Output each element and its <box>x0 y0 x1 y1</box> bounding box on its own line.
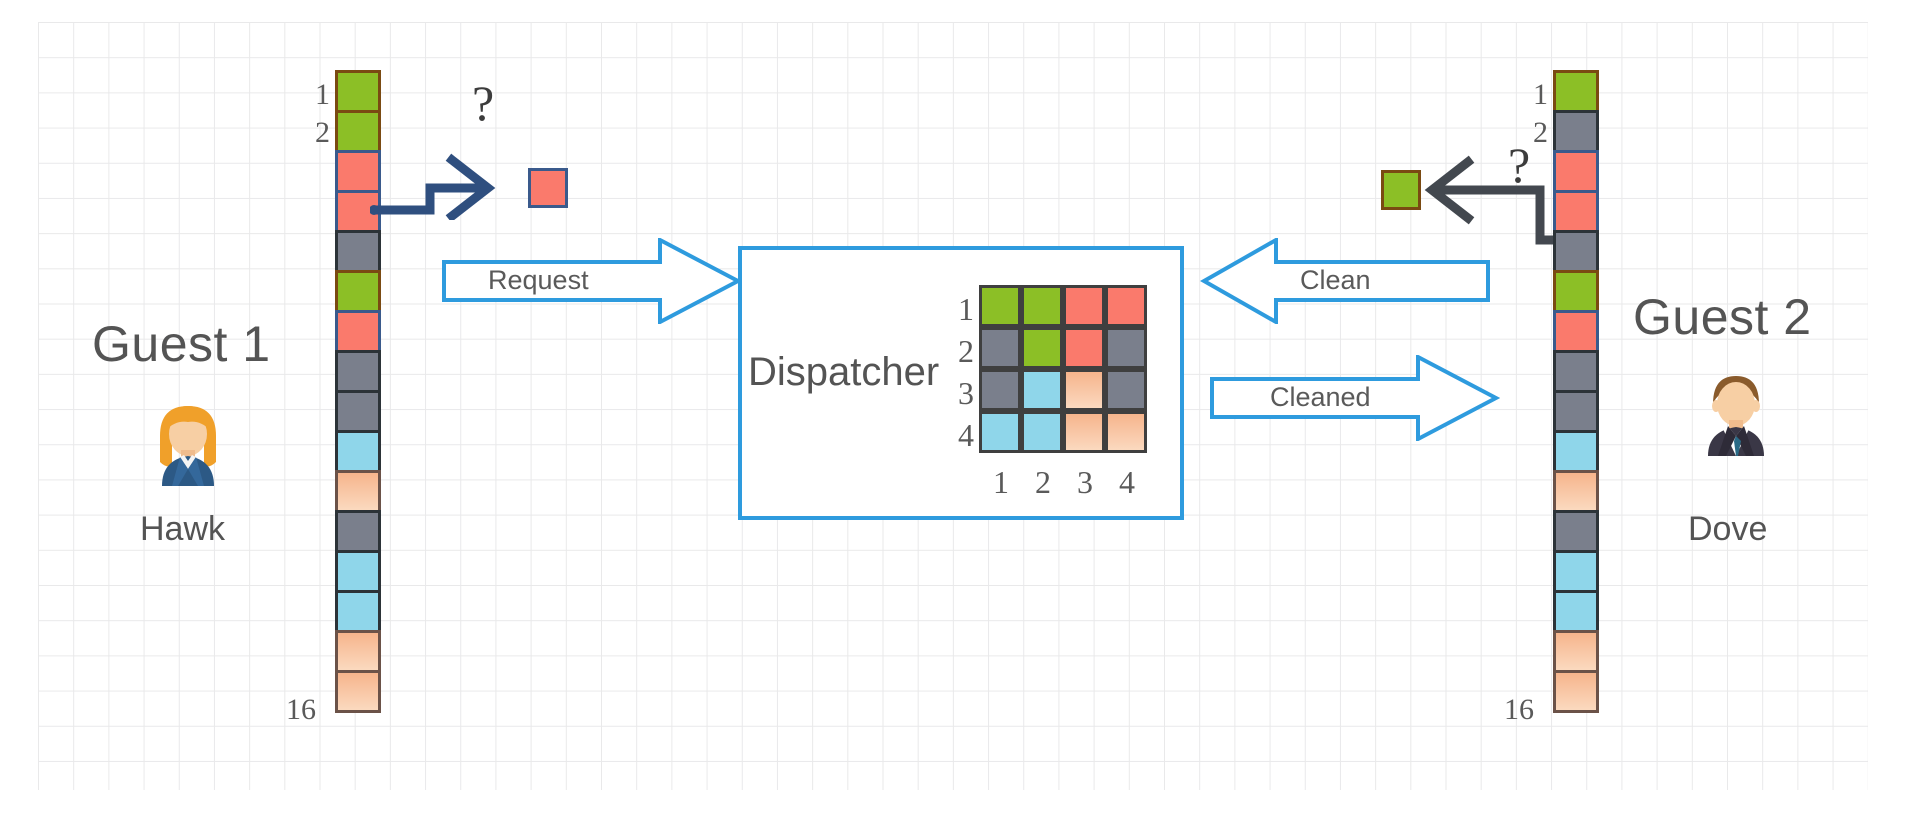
guest1-row-label-16: 16 <box>286 693 316 726</box>
guest2-row-label-1: 1 <box>1533 78 1548 111</box>
matrix-row-label-3: 3 <box>958 375 974 411</box>
guest1-memory-cell-14[interactable] <box>335 590 381 633</box>
guest1-question-mark: ? <box>472 75 495 131</box>
matrix-cell-r1-c3[interactable] <box>1062 284 1105 327</box>
guest1-memory-cell-6[interactable] <box>335 270 381 313</box>
matrix-cell-r1-c2[interactable] <box>1020 284 1063 327</box>
matrix-cell-r1-c4[interactable] <box>1104 284 1147 327</box>
dispatcher-label: Dispatcher <box>748 350 940 394</box>
guest1-memory-cell-11[interactable] <box>335 470 381 513</box>
guest2-memory-column[interactable] <box>1553 70 1599 713</box>
guest1-memory-cell-10[interactable] <box>335 430 381 473</box>
guest2-memory-cell-8[interactable] <box>1553 350 1599 393</box>
guest2-title: Guest 2 <box>1633 289 1812 345</box>
guest2-memory-cell-9[interactable] <box>1553 390 1599 433</box>
matrix-col-label-4: 4 <box>1119 464 1135 500</box>
guest2-avatar <box>1688 360 1784 456</box>
guest1-memory-cell-7[interactable] <box>335 310 381 353</box>
matrix-cell-r3-c3[interactable] <box>1062 368 1105 411</box>
guest2-memory-cell-2[interactable] <box>1553 110 1599 153</box>
guest2-memory-cell-5[interactable] <box>1553 230 1599 273</box>
guest2-memory-cell-6[interactable] <box>1553 270 1599 313</box>
guest2-memory-cell-10[interactable] <box>1553 430 1599 473</box>
guest2-returned-cell <box>1381 170 1421 210</box>
guest1-memory-cell-12[interactable] <box>335 510 381 553</box>
guest2-memory-cell-15[interactable] <box>1553 630 1599 673</box>
dispatcher-matrix[interactable] <box>978 284 1148 454</box>
matrix-cell-r4-c3[interactable] <box>1062 410 1105 453</box>
clean-arrow <box>1200 238 1490 324</box>
guest1-requested-cell <box>528 168 568 208</box>
guest1-memory-cell-2[interactable] <box>335 110 381 153</box>
guest1-memory-cell-1[interactable] <box>335 70 381 113</box>
guest2-memory-cell-1[interactable] <box>1553 70 1599 113</box>
matrix-row-label-4: 4 <box>958 417 974 453</box>
guest2-memory-cell-3[interactable] <box>1553 150 1599 193</box>
cleaned-label: Cleaned <box>1270 382 1371 412</box>
guest2-name: Dove <box>1688 510 1768 548</box>
matrix-cell-r1-c1[interactable] <box>978 284 1021 327</box>
matrix-cell-r3-c2[interactable] <box>1020 368 1063 411</box>
guest1-memory-cell-16[interactable] <box>335 670 381 713</box>
cleaned-arrow <box>1210 355 1500 441</box>
clean-label: Clean <box>1300 265 1371 295</box>
matrix-cell-r4-c4[interactable] <box>1104 410 1147 453</box>
guest2-memory-cell-12[interactable] <box>1553 510 1599 553</box>
matrix-cell-r2-c1[interactable] <box>978 326 1021 369</box>
matrix-cell-r3-c4[interactable] <box>1104 368 1147 411</box>
guest1-avatar <box>140 390 236 486</box>
guest2-memory-cell-14[interactable] <box>1553 590 1599 633</box>
guest1-row-label-2: 2 <box>315 116 330 149</box>
matrix-col-label-1: 1 <box>993 464 1009 500</box>
guest1-memory-cell-9[interactable] <box>335 390 381 433</box>
matrix-cell-r4-c1[interactable] <box>978 410 1021 453</box>
matrix-col-label-2: 2 <box>1035 464 1051 500</box>
matrix-row-label-2: 2 <box>958 333 974 369</box>
request-label: Request <box>488 265 589 295</box>
guest2-memory-cell-13[interactable] <box>1553 550 1599 593</box>
guest2-row-label-16: 16 <box>1504 693 1534 726</box>
matrix-cell-r2-c3[interactable] <box>1062 326 1105 369</box>
guest1-memory-cell-13[interactable] <box>335 550 381 593</box>
guest1-memory-cell-15[interactable] <box>335 630 381 673</box>
matrix-cell-r2-c2[interactable] <box>1020 326 1063 369</box>
guest2-memory-cell-4[interactable] <box>1553 190 1599 233</box>
guest2-memory-cell-7[interactable] <box>1553 310 1599 353</box>
guest2-row-label-2: 2 <box>1533 116 1548 149</box>
guest1-row-label-1: 1 <box>315 78 330 111</box>
guest1-title: Guest 1 <box>92 316 271 372</box>
request-arrow <box>442 238 742 324</box>
guest1-name: Hawk <box>140 510 226 548</box>
guest2-memory-cell-16[interactable] <box>1553 670 1599 713</box>
matrix-col-label-3: 3 <box>1077 464 1093 500</box>
matrix-cell-r4-c2[interactable] <box>1020 410 1063 453</box>
matrix-row-label-1: 1 <box>958 291 974 327</box>
guest2-memory-cell-11[interactable] <box>1553 470 1599 513</box>
matrix-cell-r3-c1[interactable] <box>978 368 1021 411</box>
guest2-question-mark: ? <box>1508 137 1531 193</box>
matrix-cell-r2-c4[interactable] <box>1104 326 1147 369</box>
guest1-memory-cell-8[interactable] <box>335 350 381 393</box>
guest1-memory-cell-5[interactable] <box>335 230 381 273</box>
guest1-request-pointer <box>370 153 496 220</box>
